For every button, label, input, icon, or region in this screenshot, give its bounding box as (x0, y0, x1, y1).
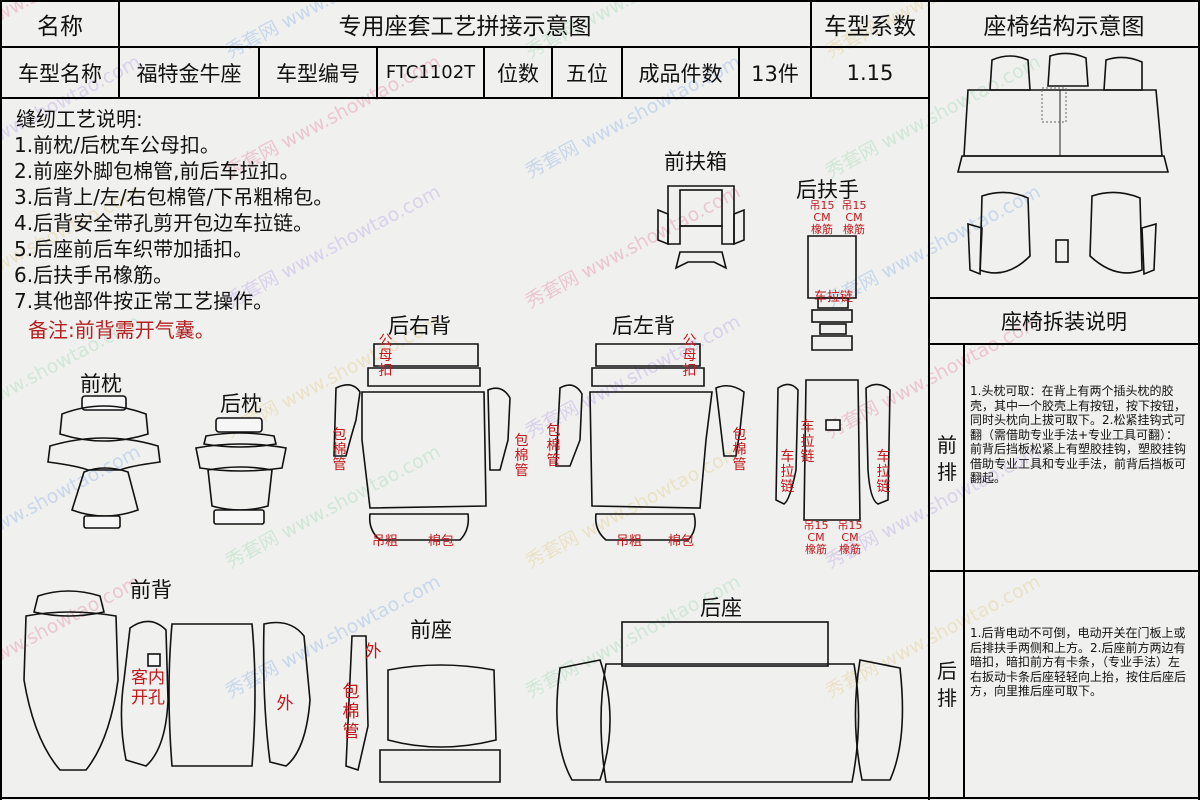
border-top (0, 0, 1200, 2)
pieces-label: 成品件数 (638, 61, 723, 86)
label-rear-seat: 后座 (700, 596, 742, 620)
border-right (1198, 0, 1200, 800)
border-bottom (0, 797, 1200, 799)
note-item: 7.其他部件按正常工艺操作。 (14, 289, 274, 313)
label-rear-right-back: 后右背 (388, 314, 451, 338)
front-row-text: 1.头枕可取：在背上有两个插头枕的胶壳，其中一个胶壳上有按钮，按下按钮，同时头枕… (970, 384, 1187, 485)
rear-left-back-pieces (555, 343, 745, 541)
rear-row-text: 1.后背电动不可倒，电动开关在门板上或后排扶手两侧和上方。2.后座前方两边有暗扣… (970, 626, 1187, 698)
header-row1-line (0, 46, 928, 48)
annot-cotton-tube-2: 包棉管 (514, 433, 529, 479)
note-item: 5.后座前后车织带加插扣。 (14, 237, 254, 261)
annot-zipper-right: 车拉链 (876, 449, 891, 495)
annot-zipper-left: 车拉链 (780, 449, 795, 495)
seat-structure-image (956, 52, 1170, 276)
note-item: 4.后背安全带孔剪开包边车拉链。 (14, 211, 314, 235)
h2-div-4 (551, 46, 553, 97)
pieces-value: 13件 (751, 61, 799, 86)
annot-rubber-band-bottom-left: 吊15CM橡筋 (803, 519, 829, 556)
rear-armrest-pieces (775, 235, 891, 521)
label-front-seat: 前座 (410, 618, 452, 642)
notes-remark: 备注:前背需开气囊。 (28, 318, 215, 342)
structure-title-line (928, 46, 1198, 48)
h1-div-a (118, 0, 120, 97)
note-item: 6.后扶手吊橡筋。 (14, 263, 174, 287)
disassembly-title: 座椅拆装说明 (1001, 310, 1127, 334)
notes-title: 缝纫工艺说明: (16, 107, 143, 131)
seats-value: 五位 (566, 61, 608, 86)
annot-cotton-pack-1: 棉包 (428, 534, 455, 549)
border-left (0, 0, 2, 800)
annot-hang-coarse-1: 吊粗 (372, 534, 399, 549)
annot-hang-coarse-2: 吊粗 (616, 534, 643, 549)
notes-list: 1.前枕/后枕车公母扣。 2.前座外脚包棉管,前后车拉扣。 3.后背上/左/右包… (14, 132, 333, 314)
note-item: 1.前枕/后枕车公母扣。 (14, 133, 220, 157)
structure-bottom-line (928, 297, 1198, 299)
front-headrest-pieces (47, 395, 161, 529)
rear-row-label: 后排 (937, 659, 957, 710)
structure-title: 座椅结构示意图 (983, 14, 1145, 40)
model-code: FTC1102T (385, 62, 476, 83)
model-name: 福特金牛座 (136, 61, 242, 86)
model-code-label: 车型编号 (276, 61, 360, 86)
rear-right-back-pieces (333, 343, 511, 541)
rear-headrest-pieces (195, 417, 287, 525)
h2-div-6 (738, 46, 740, 97)
annot-inner-hole: 客内开孔 (131, 668, 165, 708)
label-rear-left-back: 后左背 (612, 314, 675, 338)
model-name-label: 车型名称 (18, 61, 102, 86)
front-rear-divider (928, 570, 1198, 572)
right-panel-divider (928, 0, 930, 800)
note-item: 2.前座外脚包棉管,前后车拉扣。 (14, 159, 300, 183)
annot-buckle-right: 公母扣 (378, 333, 393, 379)
h2-div-3 (483, 46, 485, 97)
rear-seat-pieces (556, 621, 904, 783)
note-item: 3.后背上/左/右包棉管/下吊粗棉包。 (14, 185, 334, 209)
annot-rubber-band-bottom-right: 吊15CM橡筋 (837, 519, 863, 556)
annot-buckle-left: 公母扣 (682, 333, 697, 379)
annot-outer-seat: 外 (364, 642, 382, 662)
annot-cotton-tube-3: 包棉管 (546, 423, 561, 469)
name-label: 名称 (37, 14, 83, 40)
header-row2-line (0, 97, 928, 99)
annot-cotton-tube-1: 包棉管 (332, 427, 347, 473)
label-rear-headrest: 后枕 (220, 392, 262, 416)
coefficient-value: 1.15 (846, 60, 894, 85)
annot-rubber-band-left: 吊15CM橡筋 (809, 199, 835, 236)
seats-label: 位数 (497, 61, 539, 86)
label-front-armbox: 前扶箱 (664, 150, 727, 174)
h2-div-1 (258, 46, 260, 97)
h1-div-b (810, 0, 812, 97)
coefficient-label: 车型系数 (824, 14, 916, 40)
annot-cotton-tube-seat: 包棉管 (342, 682, 360, 742)
front-seat-pieces (345, 635, 501, 783)
annot-cotton-pack-2: 棉包 (668, 534, 695, 549)
front-armbox-pieces (657, 185, 745, 270)
annot-zipper-mid: 车拉链 (800, 419, 815, 465)
front-row-label: 前排 (937, 433, 957, 484)
label-front-back: 前背 (130, 578, 172, 602)
annot-cotton-tube-4: 包棉管 (732, 427, 747, 473)
row-label-divider (963, 343, 965, 799)
sheet-title: 专用座套工艺拼接示意图 (338, 14, 592, 40)
label-rear-armrest: 后扶手 (796, 178, 859, 202)
h2-div-2 (376, 46, 378, 97)
h2-div-5 (621, 46, 623, 97)
front-back-pieces (23, 590, 311, 771)
annot-zipper-top: 车拉链 (814, 290, 854, 305)
label-front-headrest: 前枕 (80, 372, 122, 396)
pattern-drawing (23, 185, 904, 783)
annot-outer-back: 外 (276, 694, 294, 714)
annot-rubber-band-right: 吊15CM橡筋 (841, 199, 867, 236)
disassembly-title-line (928, 343, 1198, 345)
